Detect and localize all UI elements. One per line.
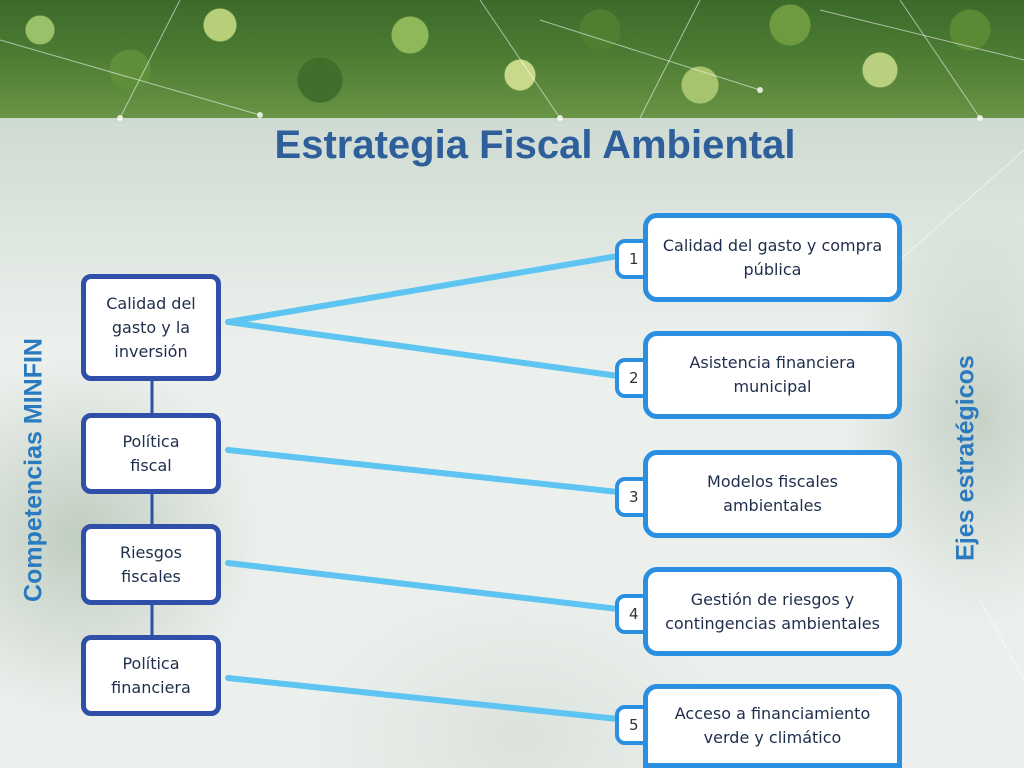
link-competencia-3-eje-4 xyxy=(225,560,621,612)
link-competencia-4-eje-5 xyxy=(225,675,621,722)
competencia-box-calidad-gasto: Calidad del gasto y la inversión xyxy=(81,274,221,381)
link-competencia-1-eje-1 xyxy=(225,253,621,325)
link-competencia-1-eje-2 xyxy=(225,319,621,379)
eje-box-acceso-financiamiento: Acceso a financiamiento verde y climátic… xyxy=(643,684,902,768)
competencia-label: Política fiscal xyxy=(122,431,180,475)
competencia-label: Política financiera xyxy=(111,653,191,697)
competencia-box-riesgos-fiscales: Riesgos fiscales xyxy=(81,524,221,605)
link-competencia-2-eje-3 xyxy=(225,447,621,495)
competencia-box-politica-fiscal: Política fiscal xyxy=(81,413,221,494)
eje-box-calidad-gasto-compra: Calidad del gasto y compra pública xyxy=(643,213,902,302)
eje-box-modelos-fiscales: Modelos fiscales ambientales xyxy=(643,450,902,538)
page-title: Estrategia Fiscal Ambiental xyxy=(274,123,796,167)
eje-label: Modelos fiscales ambientales xyxy=(707,472,838,515)
competencia-box-politica-financiera: Política financiera xyxy=(81,635,221,716)
competencia-label: Calidad del gasto y la inversión xyxy=(106,293,196,361)
eje-label: Acceso a financiamiento verde y climátic… xyxy=(674,704,871,747)
eje-label: Asistencia financiera municipal xyxy=(689,353,856,396)
eje-label: Gestión de riesgos y contingencias ambie… xyxy=(665,589,880,633)
eje-box-asistencia-financiera: Asistencia financiera municipal xyxy=(643,331,902,419)
eje-label: Calidad del gasto y compra pública xyxy=(662,235,883,279)
competencia-label: Riesgos fiscales xyxy=(119,542,183,586)
eje-box-gestion-riesgos: Gestión de riesgos y contingencias ambie… xyxy=(643,567,902,656)
